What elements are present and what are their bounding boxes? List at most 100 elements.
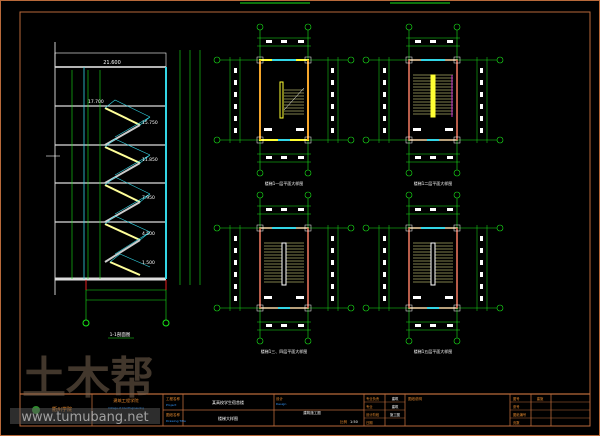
dim-text <box>415 156 421 159</box>
dim-text <box>234 104 237 109</box>
handrail <box>430 242 436 286</box>
dim-text <box>266 324 272 327</box>
dim-text <box>383 116 386 121</box>
dim-text <box>445 296 453 299</box>
axis-bubble <box>304 337 312 345</box>
plan-title: 楼梯1二层平面大样图 <box>414 180 453 186</box>
dim-text <box>480 128 483 133</box>
dim-text <box>331 80 334 85</box>
dim-text <box>331 68 334 73</box>
stair-section-1-1: 21.60017.70015.75011.8507.9504.5001.5001… <box>46 42 201 339</box>
handrail <box>281 242 287 286</box>
elevation-label: 1.500 <box>142 260 155 266</box>
axis-bubble <box>362 304 370 312</box>
dim-text <box>281 208 287 211</box>
axis-bubble <box>213 56 221 64</box>
dim-text <box>234 296 237 301</box>
dim-text <box>264 128 272 131</box>
dim-text <box>447 40 453 43</box>
dim-text <box>331 128 334 133</box>
school-name: 建筑工程学院 <box>113 397 139 404</box>
axis-bubble <box>162 319 170 327</box>
label: 比例 <box>340 419 348 424</box>
dim-text <box>298 324 304 327</box>
dim-text <box>281 324 287 327</box>
value: 施工图 <box>390 412 401 417</box>
axis-bubble <box>453 337 461 345</box>
axis-bubble <box>405 169 413 177</box>
dim-text <box>480 260 483 265</box>
axis-bubble <box>496 224 504 232</box>
stair-railing <box>104 99 151 118</box>
axis-bubble <box>496 56 504 64</box>
stair-railing <box>104 176 151 195</box>
label: Project <box>166 403 177 407</box>
axis-bubble <box>304 23 312 31</box>
dim-text <box>234 248 237 253</box>
dim-text <box>447 208 453 211</box>
dim-text <box>413 128 421 131</box>
handrail <box>279 81 284 119</box>
value: 建筑 <box>392 396 399 401</box>
dim-text <box>298 40 304 43</box>
value: 建施 <box>537 396 544 401</box>
stair-flight <box>104 184 141 203</box>
dim-text <box>480 284 483 289</box>
axis-bubble <box>405 23 413 31</box>
dim-text <box>331 248 334 253</box>
stair-flight <box>104 107 141 126</box>
dim-text <box>447 324 453 327</box>
dim-text <box>445 128 453 131</box>
label: 张号 <box>513 404 520 409</box>
dim-text <box>480 236 483 241</box>
plan-title: 楼梯1五层平面大样图 <box>414 348 453 354</box>
dim-text <box>430 208 436 211</box>
axis-bubble <box>405 337 413 345</box>
label: 工程名称 <box>166 396 180 401</box>
plan-title: 楼梯1三、四层平面大样图 <box>261 348 308 354</box>
dim-text <box>331 296 334 301</box>
drawing-name: 楼梯大样图 <box>218 415 238 421</box>
column <box>405 224 413 232</box>
axis-bubble <box>347 304 355 312</box>
handrail <box>430 74 436 118</box>
axis-bubble <box>496 136 504 144</box>
axis-bubble <box>362 56 370 64</box>
stair-plan: 楼梯1一层平面大样图 <box>213 23 355 186</box>
dim-text <box>331 92 334 97</box>
title-block: 建筑工程学院College of Civil Engineering衢州学院工程… <box>20 393 590 426</box>
axis-bubble <box>362 136 370 144</box>
stair-railing <box>104 138 151 156</box>
stair-railing <box>109 253 151 268</box>
project-name: 某高校学生宿舍楼 <box>212 399 244 405</box>
dim-text <box>298 156 304 159</box>
dim-text <box>447 156 453 159</box>
dim-text <box>383 92 386 97</box>
dim-text <box>430 324 436 327</box>
dim-text <box>296 128 304 131</box>
dim-text <box>415 324 421 327</box>
axis-bubble <box>304 169 312 177</box>
column <box>304 224 312 232</box>
axis-bubble <box>362 224 370 232</box>
watermark-band <box>10 408 160 424</box>
plan-title: 楼梯1一层平面大样图 <box>265 180 304 186</box>
dim-text <box>383 296 386 301</box>
notes-label: 图纸说明 <box>408 396 422 401</box>
dim-text <box>298 208 304 211</box>
dim-text <box>234 116 237 121</box>
stair-flight <box>104 146 141 164</box>
stair-railing <box>114 231 151 255</box>
dim-text <box>383 80 386 85</box>
stair-railing <box>104 215 151 233</box>
label: 日期 <box>366 420 373 425</box>
column <box>256 304 264 312</box>
dim-text <box>480 80 483 85</box>
stair-flight <box>104 162 141 184</box>
dim-text <box>480 92 483 97</box>
column <box>453 224 461 232</box>
elevation-label: 17.700 <box>88 99 104 105</box>
dim-text <box>430 40 436 43</box>
inner-border <box>19 11 591 427</box>
